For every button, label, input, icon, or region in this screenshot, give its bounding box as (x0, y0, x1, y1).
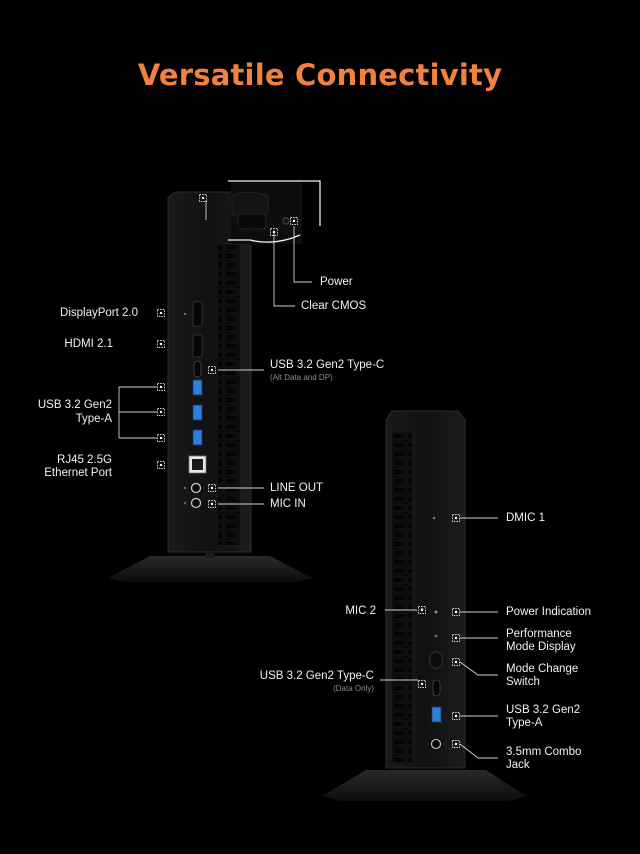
power-button-detail (282, 217, 290, 225)
label-front-usbc: USB 3.2 Gen2 Type-C (259, 670, 374, 682)
label-combo-jack-line2: Jack (506, 759, 530, 771)
rear-usbc-port (193, 360, 202, 378)
label-hdmi: HDMI 2.1 (64, 338, 113, 350)
front-usbc-port (432, 679, 441, 697)
label-mic-in: MIC IN (270, 498, 306, 510)
label-combo-jack-line1: 3.5mm Combo (506, 746, 582, 758)
label-power-indication: Power Indication (506, 606, 592, 618)
combo-jack (430, 738, 442, 750)
mode-switch (429, 650, 443, 670)
displayport-port (192, 301, 203, 327)
power-led (434, 610, 438, 614)
label-rear-usba-line1: USB 3.2 Gen2 (37, 399, 112, 411)
rear-stand (108, 556, 312, 582)
label-front-usbc-note: (Data Only) (333, 684, 374, 693)
page-title: Versatile Connectivity (137, 58, 503, 92)
front-vent-left (392, 432, 412, 762)
rear-vent (218, 245, 240, 545)
label-rj45-line2: Ethernet Port (44, 467, 112, 479)
usba-marker-2 (157, 408, 165, 416)
label-rear-usbc: USB 3.2 Gen2 Type-C (270, 359, 385, 371)
label-clear-cmos: Clear CMOS (301, 300, 367, 312)
usba-marker-1 (157, 383, 165, 391)
label-performance-line2: Mode Display (506, 641, 576, 653)
label-mode-switch-line2: Switch (506, 676, 540, 688)
performance-led (434, 634, 438, 638)
label-line-out: LINE OUT (270, 482, 324, 494)
rj45-marker (157, 461, 165, 469)
mic-in-jack (190, 497, 202, 509)
usba-marker-3 (157, 434, 165, 442)
hdmi-port (192, 334, 203, 358)
rear-unit (108, 180, 321, 582)
label-rear-usbc-note: (Alt Data and DP) (270, 373, 333, 382)
front-usba-port (431, 706, 442, 723)
rear-usba-port-3 (192, 429, 203, 446)
rear-usba-port-1 (192, 379, 203, 396)
rear-usba-port-2 (192, 404, 203, 421)
front-unit (322, 410, 526, 801)
label-mode-switch-line1: Mode Change (506, 663, 579, 675)
label-performance-line1: Performance (506, 628, 572, 640)
label-displayport: DisplayPort 2.0 (60, 307, 138, 319)
hdmi-marker (157, 340, 165, 348)
label-front-usba-line2: Type-A (506, 717, 543, 729)
dmic1-hole (432, 516, 436, 520)
front-stand (322, 770, 526, 801)
label-rear-usba-line2: Type-A (75, 413, 112, 425)
displayport-marker (157, 309, 165, 317)
label-mic2: MIC 2 (345, 605, 376, 617)
label-power: Power (320, 276, 353, 288)
line-out-jack (190, 482, 202, 494)
label-dmic1: DMIC 1 (506, 512, 545, 524)
label-front-usba-line1: USB 3.2 Gen2 (506, 704, 581, 716)
rear-zoom-inset (228, 180, 321, 244)
label-rj45-line1: RJ45 2.5G (57, 454, 112, 466)
